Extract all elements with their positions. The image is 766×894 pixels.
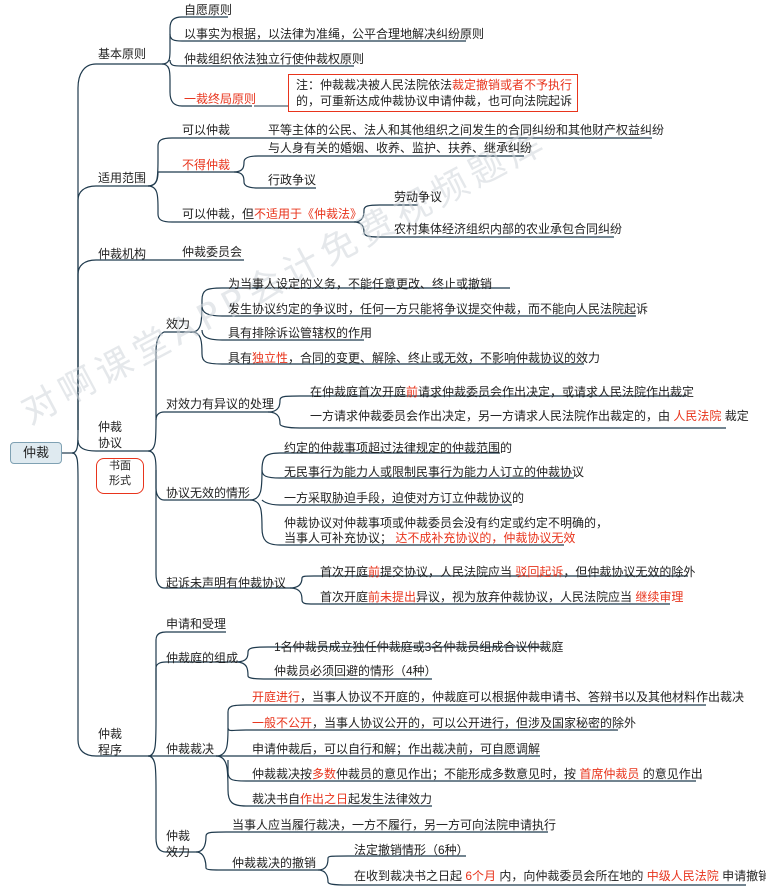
node-scope[interactable]: 适用范围 <box>98 171 147 185</box>
node-admin-disputes[interactable]: 行政争议 <box>268 173 317 187</box>
node-independent[interactable]: 仲裁组织依法独立行使仲裁权原则 <box>184 52 365 66</box>
node-effect-4[interactable]: 具有独立性，合同的变更、解除、终止或无效，不影响仲裁协议的效力 <box>228 351 601 365</box>
node-invalid-2[interactable]: 无民事行为能力人或限制民事行为能力人订立的仲裁协议 <box>284 465 585 479</box>
node-can-arbitrate[interactable]: 可以仲裁 <box>182 123 231 137</box>
note-line-2: 的，可重新达成仲裁协议申请仲裁，也可向法院起诉 <box>296 94 573 108</box>
node-arbitration-committee[interactable]: 仲裁委员会 <box>182 245 243 259</box>
node-agreement-effect[interactable]: 效力 <box>166 317 191 331</box>
node-revoke-1[interactable]: 法定撤销情形（6种） <box>354 843 469 857</box>
note-line-1: 注：仲裁裁决被人民法院依法裁定撤销或者不予执行 <box>296 78 573 92</box>
node-revoke-2[interactable]: 在收到裁决书之日起 6个月 内，向仲裁委员会所在地的 中级人民法院 申请撤销 <box>354 869 766 883</box>
node-invalid-1[interactable]: 约定的仲裁事项超过法律规定的仲裁范围的 <box>284 441 513 455</box>
node-suit-1[interactable]: 首次开庭前提交协议，人民法院应当 驳回起诉，但仲裁协议无效的除外 <box>320 565 696 579</box>
node-rural-contract[interactable]: 农村集体经济组织内部的农业承包合同纠纷 <box>394 222 623 236</box>
written-form-tag: 书面 形式 <box>96 458 144 494</box>
node-award-2[interactable]: 一般不公开，当事人协议公开的，可以公开进行，但涉及国家秘密的除外 <box>252 716 637 730</box>
node-award-5[interactable]: 裁决书自作出之日起发生法律效力 <box>252 792 433 806</box>
node-fact-law[interactable]: 以事实为根据，以法律为准绳，公平合理地解决纠纷原则 <box>184 27 485 41</box>
node-enforce[interactable]: 当事人应当履行裁决，一方不履行，另一方可向法院申请执行 <box>232 818 557 832</box>
node-cannot-arbitrate[interactable]: 不得仲裁 <box>182 158 231 172</box>
node-arbitration-org[interactable]: 仲裁机构 <box>98 247 147 261</box>
node-objection[interactable]: 对效力有异议的处理 <box>166 397 275 411</box>
note-box: 注：仲裁裁决被人民法院依法裁定撤销或者不予执行 的，可重新达成仲裁协议申请仲裁，… <box>288 74 578 112</box>
node-personal-disputes[interactable]: 与人身有关的婚姻、收养、监护、扶养、继承纠纷 <box>268 141 533 155</box>
node-tribunal-1[interactable]: 1名仲裁员成立独任仲裁庭或3名仲裁员组成合议仲裁庭 <box>274 640 564 654</box>
node-tribunal[interactable]: 仲裁庭的组成 <box>166 651 239 665</box>
node-final-award[interactable]: 一裁终局原则 <box>184 92 257 106</box>
node-suit[interactable]: 起诉未声明有仲裁协议 <box>166 576 287 590</box>
node-award-1[interactable]: 开庭进行，当事人协议不开庭的，仲裁庭可以根据仲裁申请书、答辩书以及其他材料作出裁… <box>252 690 745 704</box>
node-agreement-1[interactable]: 仲裁 <box>98 420 123 434</box>
node-award-effect-2[interactable]: 效力 <box>166 845 191 859</box>
node-apply-accept[interactable]: 申请和受理 <box>166 617 227 631</box>
node-invalid-4b[interactable]: 当事人可补充协议； 达不成补充协议的，仲裁协议无效 <box>284 531 576 545</box>
node-effect-3[interactable]: 具有排除诉讼管辖权的作用 <box>228 326 373 340</box>
node-objection-1[interactable]: 在仲裁庭首次开庭前请求仲裁委员会作出决定，或请求人民法院作出裁定 <box>310 385 695 399</box>
node-revoke[interactable]: 仲裁裁决的撤销 <box>232 856 317 870</box>
node-award[interactable]: 仲裁裁决 <box>166 742 215 756</box>
node-agreement-2[interactable]: 协议 <box>98 436 123 450</box>
node-invalid-4a[interactable]: 仲裁协议对仲裁事项或仲裁委员会没有约定或约定不明确的， <box>284 516 609 530</box>
node-objection-2[interactable]: 一方请求仲裁委员会作出决定，另一方请求人民法院作出裁定的，由 人民法院 裁定 <box>310 409 749 423</box>
node-procedure-2[interactable]: 程序 <box>98 743 123 757</box>
note-red: 裁定撤销或者不予执行 <box>452 78 573 92</box>
node-can-detail[interactable]: 平等主体的公民、法人和其他组织之间发生的合同纠纷和其他财产权益纠纷 <box>268 123 665 137</box>
node-basic-principles[interactable]: 基本原则 <box>98 47 147 61</box>
node-labor-dispute[interactable]: 劳动争议 <box>394 190 443 204</box>
node-suit-2[interactable]: 首次开庭前未提出异议，视为放弃仲裁协议，人民法院应当 继续审理 <box>320 590 684 604</box>
node-effect-1[interactable]: 为当事人设定的义务，不能任意更改、终止或撤销 <box>228 277 493 291</box>
node-invalid[interactable]: 协议无效的情形 <box>166 486 251 500</box>
node-award-4[interactable]: 仲裁裁决按多数仲裁员的意见作出；不能形成多数意见时，按 首席仲裁员 的意见作出 <box>252 767 703 781</box>
node-invalid-3[interactable]: 一方采取胁迫手段，迫使对方订立仲裁协议的 <box>284 491 525 505</box>
node-award-effect-1[interactable]: 仲裁 <box>166 829 191 843</box>
root-node[interactable]: 仲裁 <box>10 442 62 464</box>
node-voluntary[interactable]: 自愿原则 <box>184 3 233 17</box>
node-award-3[interactable]: 申请仲裁后，可以自行和解；作出裁决前，可自愿调解 <box>252 742 541 756</box>
node-tribunal-2[interactable]: 仲裁员必须回避的情形（4种） <box>274 664 437 678</box>
node-effect-2[interactable]: 发生协议约定的争议时，任何一方只能将争议提交仲裁，而不能向人民法院起诉 <box>228 302 649 316</box>
node-procedure-1[interactable]: 仲裁 <box>98 727 123 741</box>
node-not-arbitration-law[interactable]: 可以仲裁，但不适用于《仲裁法》 <box>182 207 363 221</box>
